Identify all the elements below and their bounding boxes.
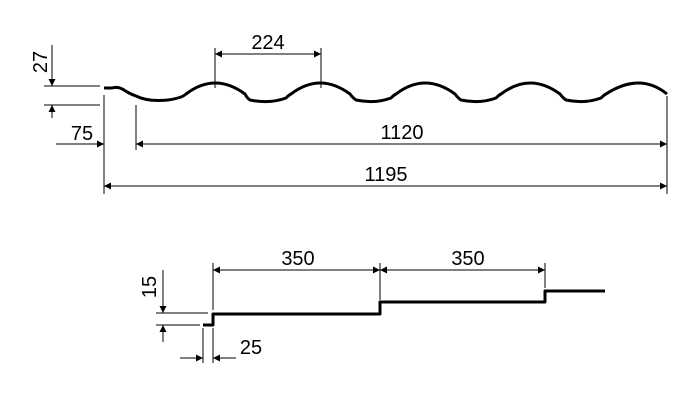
wave-profile-section: 224 27 75 1120 1195 [30,32,668,194]
dimension-effective-width-label: 1120 [380,122,423,144]
dimension-wave-height-label: 27 [30,51,52,73]
dimension-total-width-label: 1195 [364,164,407,186]
dimension-step-1-label: 350 [281,248,314,270]
wave-profile-line [104,81,668,104]
dimension-pitch-label: 224 [251,32,284,54]
step-profile-section: 350 350 15 25 [139,248,605,363]
dimension-step-2-label: 350 [451,248,484,270]
step-profile-line [203,289,605,327]
dimension-step-edge-label: 25 [240,337,262,359]
dimension-step-height-label: 15 [139,276,161,298]
dimension-edge-offset-label: 75 [71,123,93,145]
